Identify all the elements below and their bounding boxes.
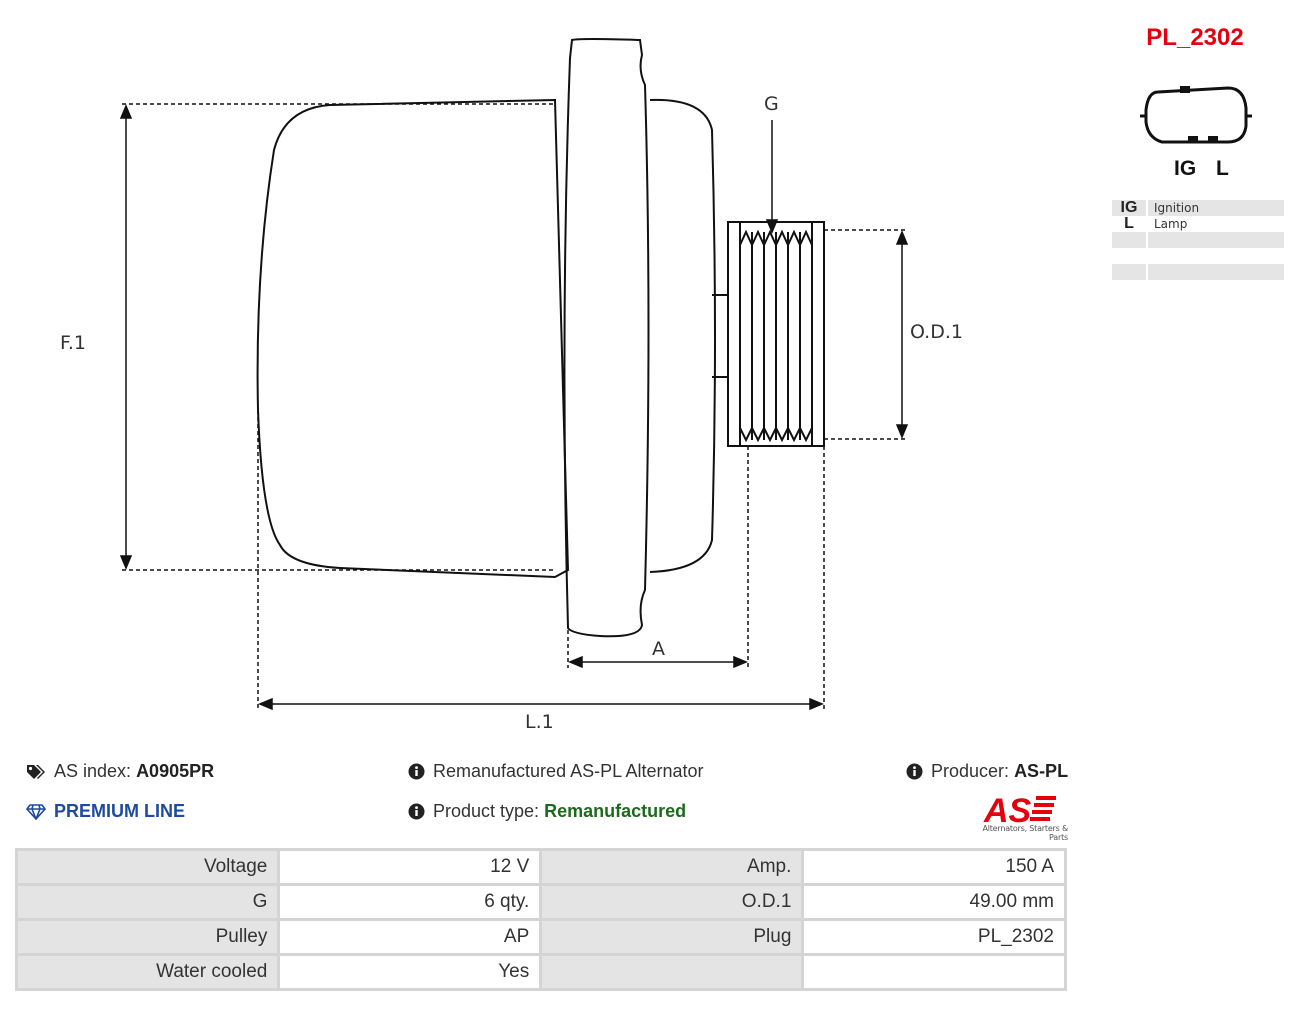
premium-line-badge[interactable]: PREMIUM LINE bbox=[26, 801, 185, 822]
plug-pin-l: L bbox=[1216, 157, 1229, 180]
legend-desc bbox=[1148, 248, 1284, 264]
producer-label: Producer: bbox=[931, 761, 1010, 781]
spec-value: 6 qty. bbox=[277, 883, 543, 921]
spec-value: AP bbox=[277, 918, 543, 956]
od1-label: O.D.1 bbox=[910, 321, 963, 343]
spec-value: 150 A bbox=[801, 848, 1067, 886]
producer-value: AS-PL bbox=[1014, 761, 1069, 781]
legend-row: L Lamp bbox=[1112, 216, 1284, 232]
producer: Producer: AS-PL bbox=[906, 761, 1068, 782]
legend-desc bbox=[1148, 232, 1284, 248]
as-index-label: AS index: bbox=[54, 761, 132, 781]
legend-desc bbox=[1148, 264, 1284, 280]
plug-code: PL_2302 bbox=[1146, 24, 1244, 51]
product-type-label: Product type: bbox=[433, 801, 540, 821]
diamond-icon bbox=[26, 803, 46, 820]
product-type-value: Remanufactured bbox=[544, 801, 687, 821]
f1-label: F.1 bbox=[60, 332, 86, 354]
info-icon bbox=[408, 803, 425, 820]
description: Remanufactured AS-PL Alternator bbox=[408, 761, 703, 782]
table-row: Water cooled Yes bbox=[14, 953, 1067, 991]
legend-row: IG Ignition bbox=[1112, 200, 1284, 216]
spec-key: G bbox=[14, 883, 281, 921]
a-label: A bbox=[652, 638, 665, 660]
legend-row bbox=[1112, 264, 1284, 280]
legend-row bbox=[1112, 248, 1284, 264]
legend-code: L bbox=[1112, 216, 1146, 232]
housing-outline bbox=[256, 98, 570, 579]
tags-icon bbox=[26, 764, 46, 780]
as-index: AS index: A0905PR bbox=[26, 761, 214, 782]
premium-line-label: PREMIUM LINE bbox=[54, 801, 186, 821]
spec-value: PL_2302 bbox=[801, 918, 1067, 956]
legend-row bbox=[1112, 232, 1284, 248]
legend-desc: Lamp bbox=[1148, 216, 1284, 232]
logo-tagline: Alternators, Starters & Parts bbox=[982, 824, 1068, 842]
legend-code: IG bbox=[1112, 200, 1146, 216]
legend-code bbox=[1112, 248, 1146, 264]
plug-pin-ig: IG bbox=[1174, 157, 1196, 180]
legend-code bbox=[1112, 232, 1146, 248]
legend-desc: Ignition bbox=[1148, 200, 1284, 216]
spec-key: Plug bbox=[539, 918, 805, 956]
table-row: Voltage 12 V Amp. 150 A bbox=[14, 848, 1067, 886]
info-icon bbox=[408, 763, 425, 780]
plug-connector-icon: IG L bbox=[1140, 86, 1252, 180]
spec-key bbox=[539, 953, 805, 991]
spec-value: 12 V bbox=[277, 848, 543, 886]
spec-value bbox=[801, 953, 1067, 991]
spec-value: 49.00 mm bbox=[801, 883, 1067, 921]
plug-legend: IG Ignition L Lamp bbox=[1112, 200, 1284, 280]
spec-value: Yes bbox=[277, 953, 543, 991]
table-row: G 6 qty. O.D.1 49.00 mm bbox=[14, 883, 1067, 921]
spec-key: Amp. bbox=[539, 848, 805, 886]
spec-key: Voltage bbox=[14, 848, 281, 886]
legend-code bbox=[1112, 264, 1146, 280]
table-row: Pulley AP Plug PL_2302 bbox=[14, 918, 1067, 956]
info-icon bbox=[906, 763, 923, 780]
spec-key: Water cooled bbox=[14, 953, 281, 991]
logo-text: AS bbox=[983, 792, 1032, 830]
spec-key: Pulley bbox=[14, 918, 281, 956]
product-type: Product type: Remanufactured bbox=[408, 801, 686, 822]
flange-outline bbox=[563, 38, 650, 638]
g-label: G bbox=[764, 93, 779, 115]
as-index-value: A0905PR bbox=[136, 761, 215, 781]
alternator-drawing: F.1 G O.D.1 A L.1 bbox=[60, 38, 963, 733]
spec-key: O.D.1 bbox=[539, 883, 805, 921]
spec-table: Voltage 12 V Amp. 150 A G 6 qty. O.D.1 4… bbox=[14, 848, 1067, 991]
as-pl-logo: AS bbox=[983, 792, 1056, 830]
cover-outline bbox=[649, 98, 716, 573]
l1-label: L.1 bbox=[525, 711, 554, 733]
description-text: Remanufactured AS-PL Alternator bbox=[433, 761, 704, 781]
